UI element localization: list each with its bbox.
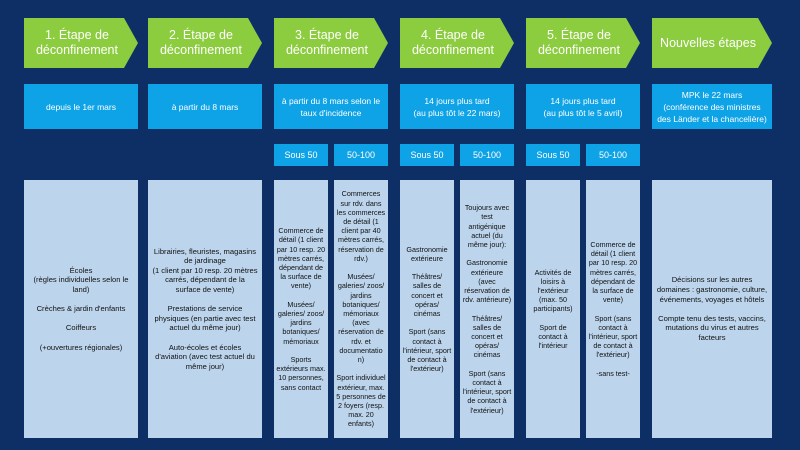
stage-1-date: depuis le 1er mars (24, 84, 138, 129)
stage-5-arrow: 5. Étape de déconfinement (526, 18, 640, 68)
stage-4-incidence-50-100: 50-100 (460, 144, 514, 166)
stage-4-content-50-100: Toujours avec test antigénique actuel (d… (460, 180, 514, 438)
stage-2-content: Librairies, fleuristes, magasins de jard… (148, 180, 262, 438)
stage-3-content-50-100: Commerces sur rdv. dans les commerces de… (334, 180, 388, 438)
stage-4-title: 4. Étape de déconfinement (411, 28, 494, 57)
stage-3-date: à partir du 8 mars selon le taux d'incid… (274, 84, 388, 129)
stage-5-incidence-under-50: Sous 50 (526, 144, 580, 166)
stage-6-date: MPK le 22 mars (conférence des ministres… (652, 84, 772, 129)
stage-2-arrow: 2. Étape de déconfinement (148, 18, 262, 68)
stage-5-content-50-100: Commerce de détail (1 client par 10 resp… (586, 180, 640, 438)
stage-5-date: 14 jours plus tard (au plus tôt le 5 avr… (526, 84, 640, 129)
stage-5-content-under-50: Activités de loisirs à l'extérieur (max.… (526, 180, 580, 438)
stage-6-content: Décisions sur les autres domaines : gast… (652, 180, 772, 438)
stage-1-content: Écoles (règles individuelles selon le la… (24, 180, 138, 438)
stage-4-content-under-50: Gastronomie extérieure Théâtres/ salles … (400, 180, 454, 438)
stage-2-date: à partir du 8 mars (148, 84, 262, 129)
stage-3-content-under-50: Commerce de détail (1 client par 10 resp… (274, 180, 328, 438)
stage-1-title: 1. Étape de déconfinement (35, 28, 118, 57)
stage-3-incidence-under-50: Sous 50 (274, 144, 328, 166)
stage-4-arrow: 4. Étape de déconfinement (400, 18, 514, 68)
stage-2-title: 2. Étape de déconfinement (159, 28, 242, 57)
stage-1-arrow: 1. Étape de déconfinement (24, 18, 138, 68)
stage-5-title: 5. Étape de déconfinement (537, 28, 620, 57)
stage-3-title: 3. Étape de déconfinement (285, 28, 368, 57)
stage-6-title: Nouvelles étapes (660, 35, 756, 50)
stage-6-arrow: Nouvelles étapes (652, 18, 772, 68)
stage-3-arrow: 3. Étape de déconfinement (274, 18, 388, 68)
stage-4-incidence-under-50: Sous 50 (400, 144, 454, 166)
stage-4-date: 14 jours plus tard (au plus tôt le 22 ma… (400, 84, 514, 129)
stage-3-incidence-50-100: 50-100 (334, 144, 388, 166)
stage-5-incidence-50-100: 50-100 (586, 144, 640, 166)
